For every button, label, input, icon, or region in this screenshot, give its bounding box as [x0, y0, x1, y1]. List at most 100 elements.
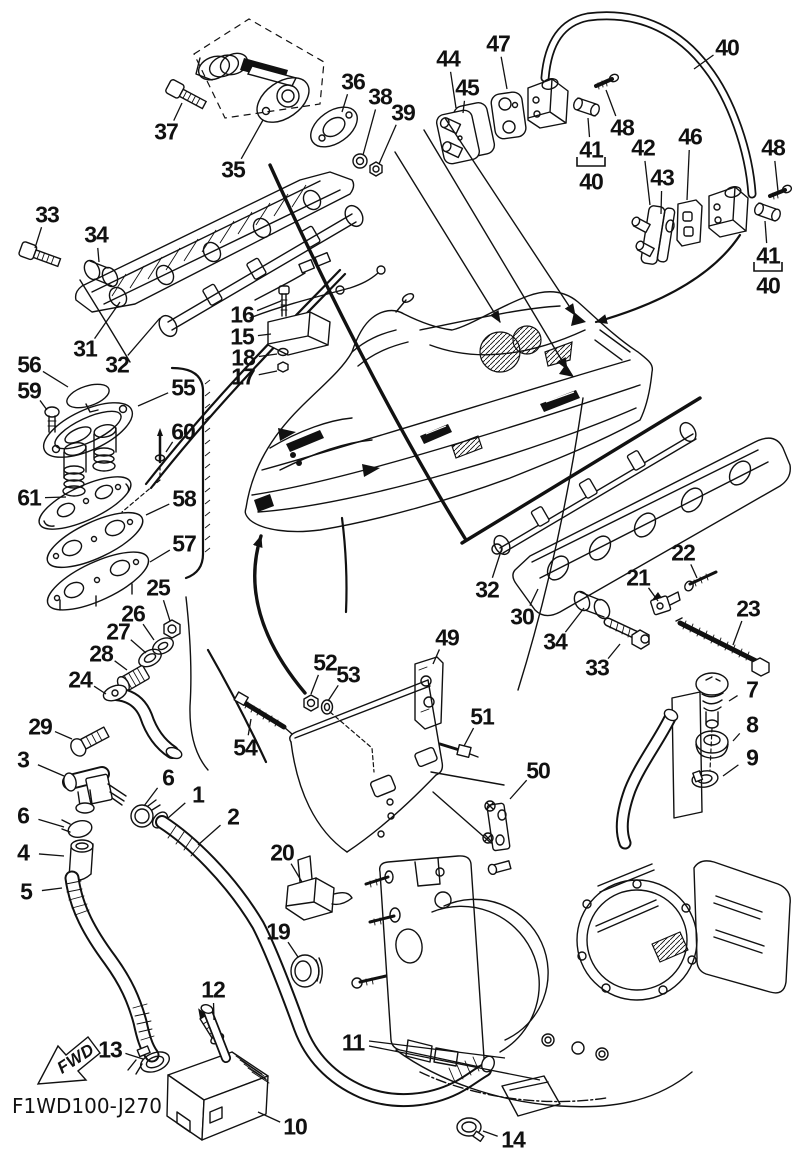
left-manifold — [74, 171, 364, 338]
callout-22: 22 — [671, 539, 696, 566]
callout-8: 8 — [746, 711, 759, 738]
callout-16: 16 — [230, 301, 255, 328]
callout-48: 48 — [610, 114, 635, 141]
callout-6: 6 — [17, 802, 30, 829]
cdi-unit-10 — [166, 1004, 270, 1141]
callout-43: 43 — [650, 164, 675, 191]
callout-1: 1 — [192, 781, 205, 808]
callout-30: 30 — [510, 603, 535, 630]
fittings-24-29 — [70, 619, 183, 760]
callout-36: 36 — [341, 68, 366, 95]
screw-48-right — [768, 184, 793, 200]
fwd-arrow — [36, 1035, 101, 1085]
callout-41: 41 — [579, 136, 604, 163]
handlebar-mount-right — [708, 186, 749, 238]
callout-24: 24 — [68, 666, 93, 693]
callout-4: 4 — [17, 839, 30, 866]
callout-26: 26 — [121, 600, 146, 627]
screw-48-left — [594, 73, 620, 90]
collar-34-left — [83, 259, 119, 288]
callout-34: 34 — [543, 628, 568, 655]
nut-17 — [277, 361, 289, 373]
right-manifold — [491, 421, 791, 677]
drawing-code: F1WD100-J270 — [12, 1094, 162, 1118]
plates-42-43-46 — [631, 199, 703, 265]
callout-38: 38 — [368, 83, 393, 110]
callout-33: 33 — [585, 654, 610, 681]
screw-29 — [70, 726, 110, 757]
right-manifold-pipe-32 — [491, 421, 697, 556]
callout-60: 60 — [171, 418, 196, 445]
callout-50: 50 — [526, 757, 551, 784]
callout-19: 19 — [266, 918, 291, 945]
fuel-cock-stack — [38, 383, 166, 611]
callout-46: 46 — [678, 123, 703, 150]
callout-32: 32 — [105, 351, 130, 378]
callout-55: 55 — [171, 374, 196, 401]
clamp-6-left — [61, 819, 93, 839]
hose-5 — [64, 870, 160, 1063]
callout-10: 10 — [283, 1113, 308, 1140]
screw-22 — [684, 570, 718, 592]
bracket-47 — [490, 91, 527, 140]
callout-47: 47 — [486, 30, 511, 57]
cover-56 — [66, 383, 110, 409]
callout-7: 7 — [746, 676, 759, 703]
clamp-9 — [691, 770, 719, 788]
callout-52: 52 — [313, 649, 338, 676]
washer-18 — [277, 347, 289, 357]
clamp-20 — [285, 855, 353, 921]
callout-44: 44 — [436, 45, 461, 72]
leader-lines — [34, 54, 783, 1137]
breather-pipe — [615, 708, 679, 850]
callout-12: 12 — [201, 976, 226, 1003]
cable-tie-54 — [233, 691, 293, 735]
clamp-21 — [650, 591, 681, 616]
callout-42: 42 — [631, 134, 656, 161]
elbow-24 — [102, 684, 183, 760]
callout-20: 20 — [270, 839, 295, 866]
damper-pin-41-left — [573, 97, 600, 117]
plate-55 — [42, 402, 134, 458]
screw-59 — [44, 406, 60, 433]
callout-58: 58 — [172, 485, 197, 512]
callout-25: 25 — [146, 574, 171, 601]
hose-1-2 — [151, 811, 492, 1108]
callout-51: 51 — [470, 703, 495, 730]
nut-25 — [163, 619, 181, 639]
callout-61: 61 — [17, 484, 42, 511]
callout-14: 14 — [501, 1126, 526, 1153]
bracket-50 — [430, 771, 511, 852]
engine-studs — [351, 870, 401, 989]
left-manifold-pipe-32 — [158, 204, 364, 338]
damper-pin-41-right — [754, 202, 781, 222]
callout-40: 40 — [715, 34, 740, 61]
bracket-49-group — [233, 656, 511, 853]
callout-13: 13 — [98, 1036, 123, 1063]
callout-5: 5 — [20, 878, 33, 905]
callout-53: 53 — [336, 661, 361, 688]
callout-3: 3 — [17, 746, 30, 773]
valve-3 — [62, 766, 127, 814]
grommet-19 — [290, 954, 323, 988]
fuel-filters — [62, 424, 117, 497]
callout-59: 59 — [17, 377, 42, 404]
clamp-13 — [127, 1045, 171, 1075]
callout-56: 56 — [17, 351, 42, 378]
callout-9: 9 — [746, 744, 759, 771]
callout-6: 6 — [162, 764, 175, 791]
valve-hose-group — [61, 766, 492, 1108]
washer-53 — [320, 699, 334, 715]
resonator-group — [615, 672, 729, 850]
callout-40: 40 — [756, 272, 781, 299]
engine-assembly — [351, 855, 791, 1143]
pin-60 — [121, 428, 166, 513]
callout-49: 49 — [435, 624, 460, 651]
washer-26 — [152, 637, 174, 655]
washer-38 — [352, 153, 368, 169]
callout-40: 40 — [579, 168, 604, 195]
plate-61 — [38, 476, 132, 530]
callout-39: 39 — [391, 99, 416, 126]
nut-52 — [303, 694, 319, 712]
